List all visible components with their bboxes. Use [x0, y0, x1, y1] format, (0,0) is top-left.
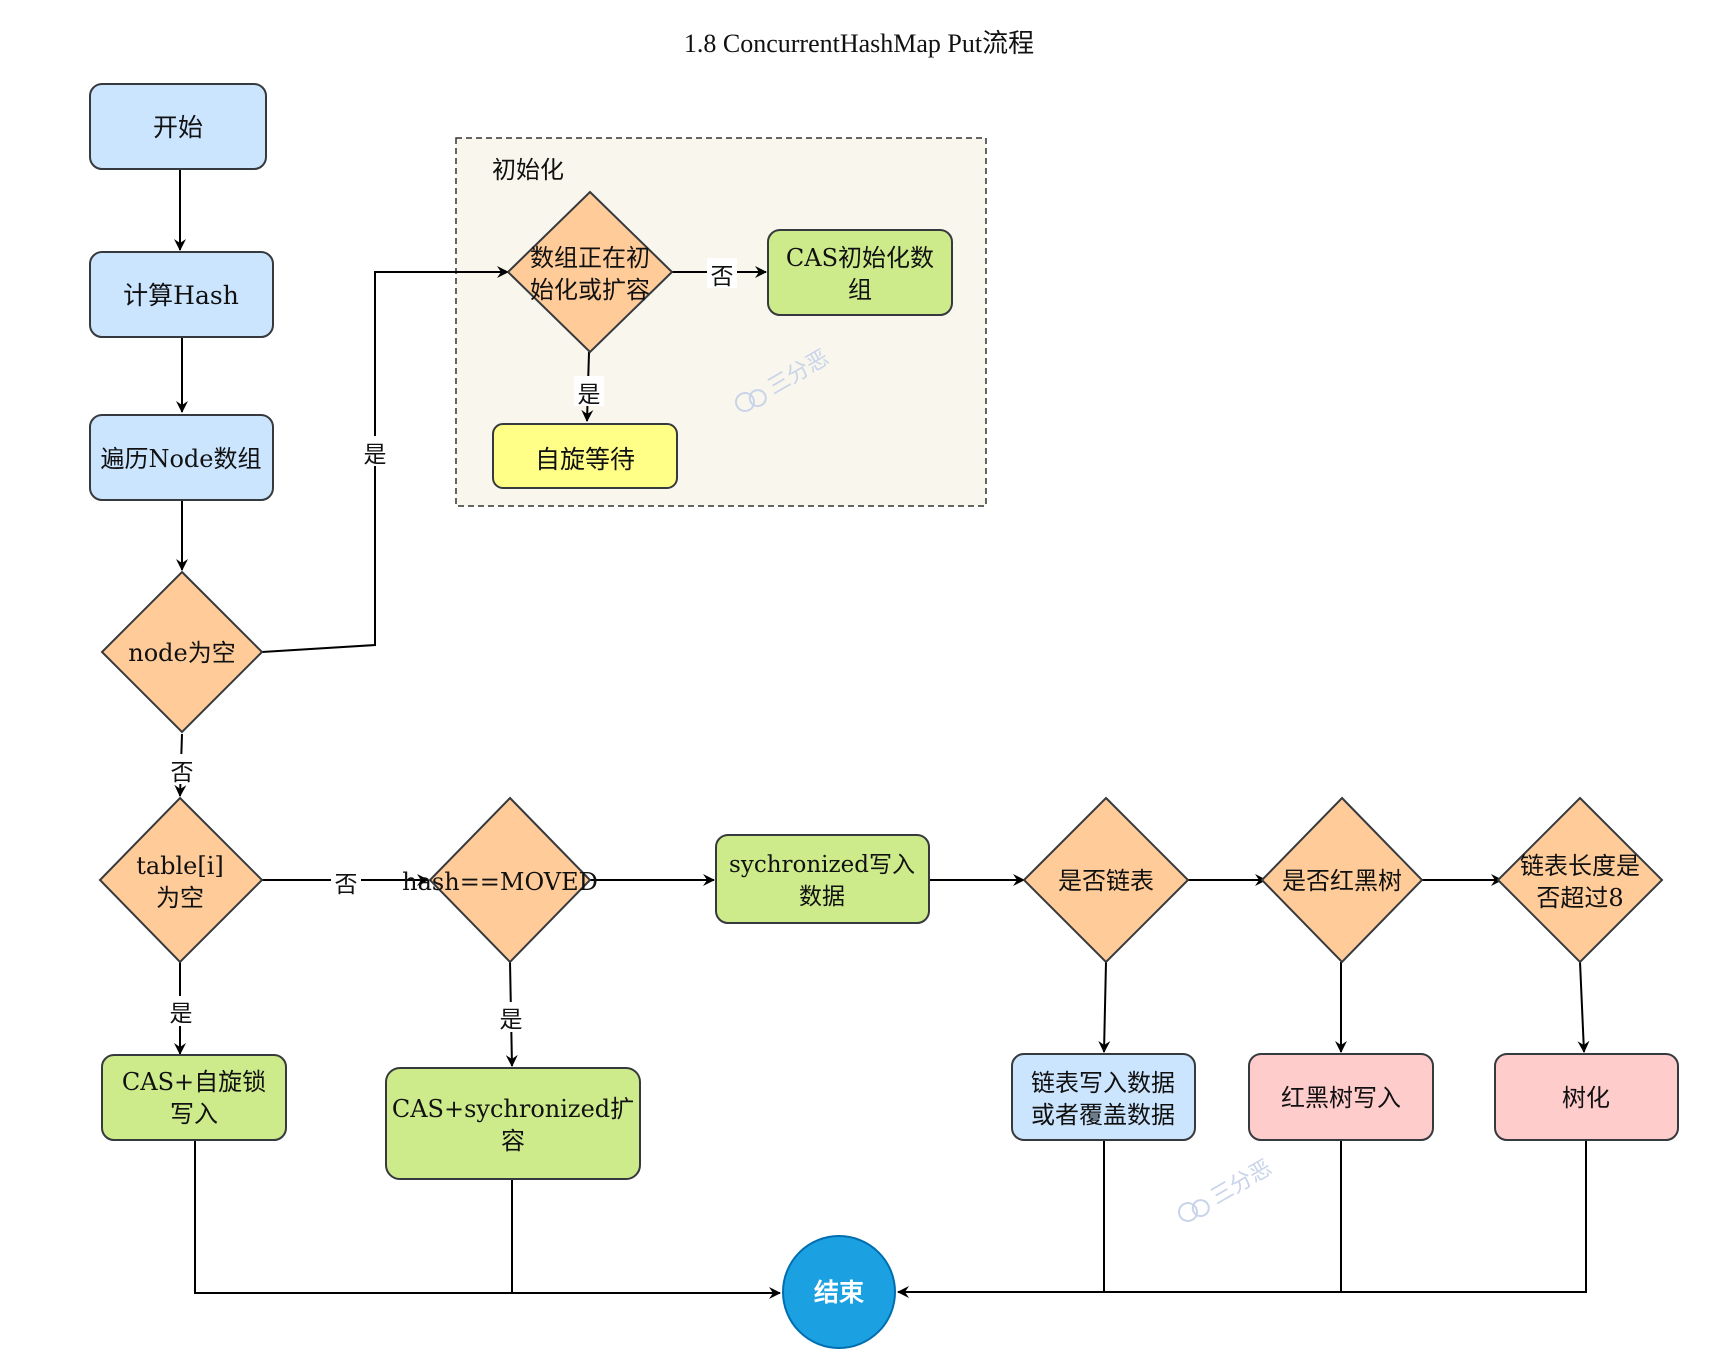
decision-initializing-line1: 数组正在初: [530, 244, 650, 272]
decision-initializing[interactable]: 数组正在初 始化或扩容: [506, 190, 674, 354]
node-list-write[interactable]: 链表写入数据 或者覆盖数据: [1011, 1053, 1196, 1141]
node-list-write-line1: 链表写入数据: [1031, 1069, 1175, 1097]
decision-node-empty-label: node为空: [128, 639, 235, 667]
decision-over-8[interactable]: 链表长度是 否超过8: [1496, 796, 1664, 964]
node-cas-sync-resize-line1: CAS+sychronized扩: [392, 1095, 634, 1123]
edge-over8-to-treeify: [1577, 961, 1590, 1053]
node-spin-wait-label: 自旋等待: [535, 445, 635, 474]
decision-is-rbtree-label: 是否红黑树: [1282, 867, 1402, 895]
decision-table-empty[interactable]: table[i] 为空: [98, 796, 264, 964]
init-group-label: 初始化: [492, 156, 564, 184]
decision-table-empty-line1: table[i]: [136, 852, 224, 880]
diagram-title: 1.8 ConcurrentHashMap Put流程: [684, 29, 1034, 58]
node-cas-init-line1: CAS初始化数: [786, 244, 934, 272]
node-cas-spin-write-line2: 写入: [170, 1100, 218, 1128]
node-cas-sync-resize-line2: 容: [501, 1127, 525, 1155]
edge-casspin-to-end: [194, 1140, 781, 1299]
node-traverse[interactable]: 遍历Node数组: [89, 414, 274, 501]
watermark-2: 三分恶: [1178, 1155, 1277, 1222]
node-cas-spin-write-line1: CAS+自旋锁: [122, 1068, 266, 1096]
decision-hash-moved[interactable]: hash==MOVED: [402, 796, 598, 964]
node-calc-hash-label: 计算Hash: [123, 281, 239, 310]
decision-initializing-line2: 始化或扩容: [530, 276, 650, 304]
label-moved-yes: 是: [500, 1007, 523, 1033]
node-treeify-label: 树化: [1562, 1084, 1610, 1112]
node-rbtree-write[interactable]: 红黑树写入: [1248, 1053, 1434, 1141]
label-table-yes: 是: [170, 1001, 193, 1027]
label-init-no: 否: [711, 264, 734, 290]
node-sync-write[interactable]: sychronized写入 数据: [715, 834, 930, 924]
node-treeify[interactable]: 树化: [1494, 1053, 1679, 1141]
node-cas-init-line2: 组: [848, 276, 872, 304]
watermark-text-2: 三分恶: [1207, 1155, 1277, 1210]
node-calc-hash[interactable]: 计算Hash: [89, 251, 274, 338]
decision-is-list-label: 是否链表: [1058, 867, 1154, 895]
node-end[interactable]: 结束: [782, 1235, 896, 1349]
label-table-no: 否: [335, 872, 358, 898]
decision-node-empty[interactable]: node为空: [100, 570, 264, 734]
decision-over-8-line1: 链表长度是: [1520, 852, 1640, 880]
node-sync-write-line2: 数据: [799, 884, 845, 910]
node-cas-spin-write[interactable]: CAS+自旋锁 写入: [101, 1054, 287, 1141]
edge-treeify-to-end: [1341, 1140, 1587, 1293]
node-spin-wait[interactable]: 自旋等待: [492, 423, 678, 489]
edge-listwrite-to-end: [897, 1140, 1105, 1298]
label-init-yes: 是: [578, 382, 601, 408]
node-traverse-label: 遍历Node数组: [100, 445, 261, 473]
decision-over-8-line2: 否超过8: [1536, 884, 1623, 912]
edge-islist-to-listwrite: [1098, 961, 1111, 1053]
label-nodeempty-no: 否: [171, 760, 194, 786]
node-rbtree-write-label: 红黑树写入: [1281, 1084, 1401, 1112]
decision-table-empty-line2: 为空: [156, 884, 204, 912]
node-sync-write-line1: sychronized写入: [729, 852, 915, 878]
node-end-label: 结束: [814, 1278, 865, 1307]
edge-rbwrite-to-end: [1104, 1140, 1342, 1293]
node-cas-sync-resize[interactable]: CAS+sychronized扩 容: [385, 1067, 641, 1180]
decision-is-rbtree[interactable]: 是否红黑树: [1260, 796, 1424, 964]
node-start-label: 开始: [153, 113, 203, 142]
edge-labels: 否 是 是 否 否 是 是: [166, 258, 737, 1033]
node-cas-init[interactable]: CAS初始化数 组: [767, 229, 953, 316]
decision-hash-moved-label: hash==MOVED: [402, 868, 598, 896]
label-nodeempty-yes: 是: [364, 442, 387, 468]
node-list-write-line2: 或者覆盖数据: [1031, 1101, 1175, 1129]
decision-is-list[interactable]: 是否链表: [1022, 796, 1190, 964]
node-start[interactable]: 开始: [89, 83, 267, 170]
